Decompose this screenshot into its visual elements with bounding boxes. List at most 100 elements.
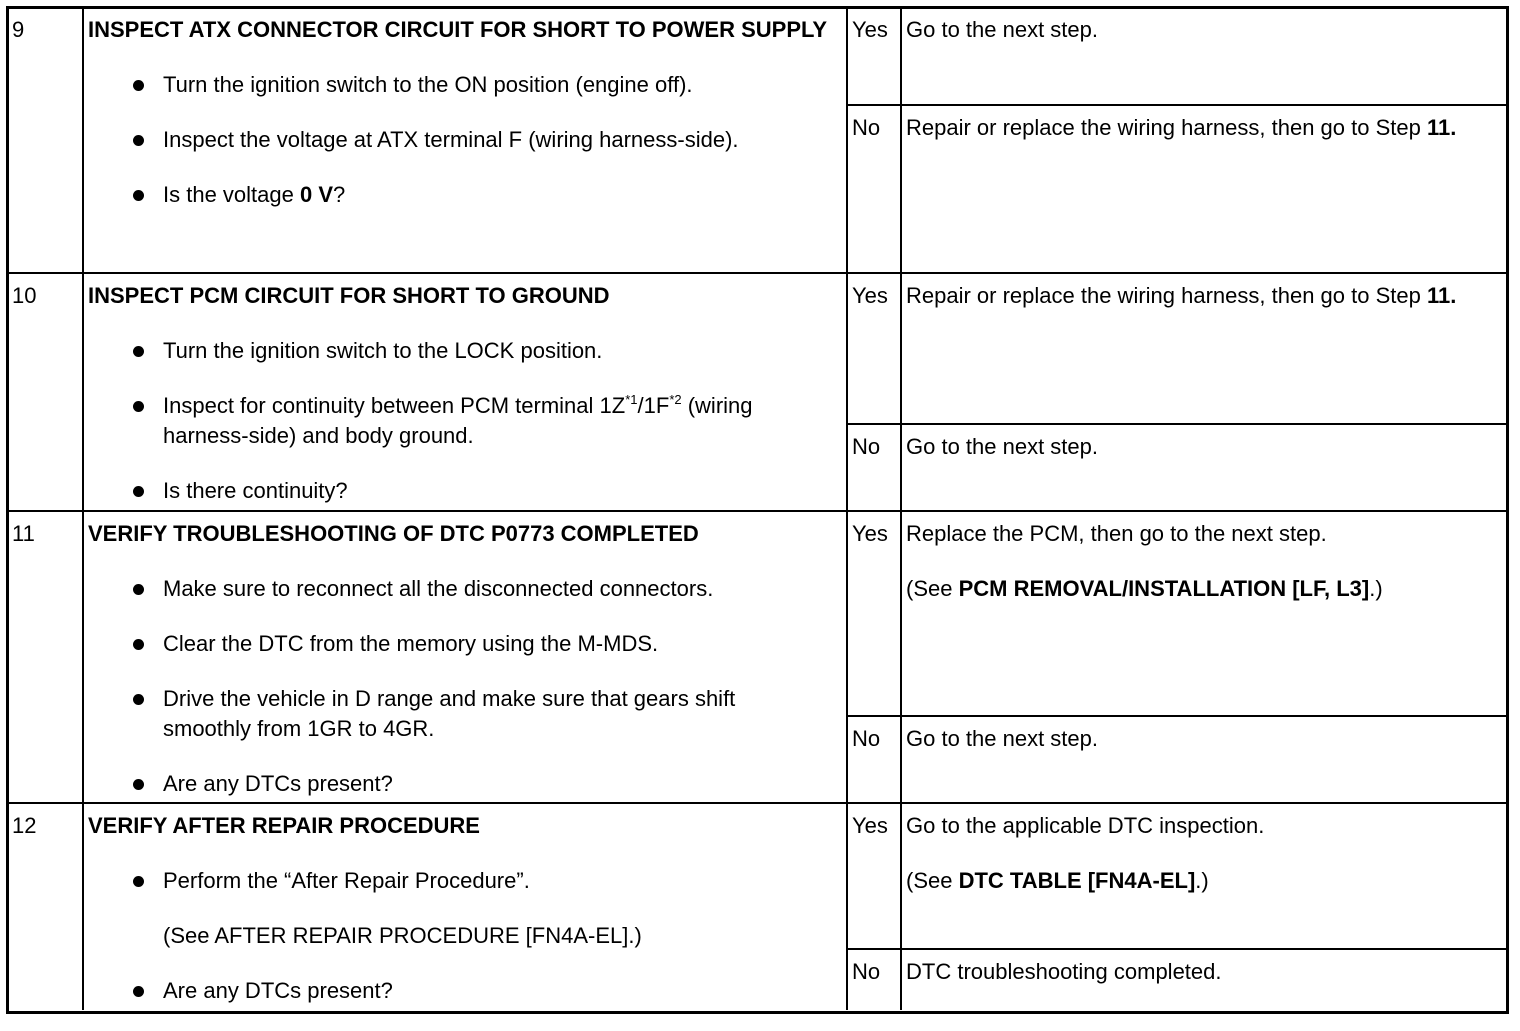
bullet-icon [133,190,144,201]
result-text: Go to the next step. [906,724,1504,754]
step-title: INSPECT PCM CIRCUIT FOR SHORT TO GROUND [88,283,610,308]
bullet-icon [133,694,144,705]
text-segment: Is the voltage [163,182,300,207]
step-instruction: Make sure to reconnect all the disconnec… [133,574,828,604]
text-segment: Repair or replace the wiring harness, th… [906,115,1427,140]
bullet-icon [133,80,144,91]
result-action: Go to the next step. [906,432,1504,487]
footnote-marker: *2 [669,392,682,407]
text-segment: .) [1195,868,1209,893]
row-divider [6,272,1506,274]
step-instruction: Perform the “After Repair Procedure”. [133,866,828,896]
text-segment: Go to the next step. [906,17,1099,42]
step-title: INSPECT ATX CONNECTOR CIRCUIT FOR SHORT … [88,17,828,42]
result-label-yes: Yes [852,521,888,546]
text-segment: Go to the next step. [906,726,1099,751]
result-text: Go to the next step. [906,15,1504,45]
row-divider [6,802,1506,804]
text-segment: .) [1369,576,1383,601]
bullet-icon [133,986,144,997]
result-text: Go to the next step. [906,432,1504,462]
step-title: VERIFY TROUBLESHOOTING OF DTC P0773 COMP… [88,521,699,546]
step-instruction: Are any DTCs present? [133,769,828,799]
step-title: VERIFY AFTER REPAIR PROCEDURE [88,813,480,838]
result-label-yes: Yes [852,17,888,42]
text-segment: (wiring harness-side) and body ground. [163,393,753,448]
result-action: Repair or replace the wiring harness, th… [906,113,1504,168]
result-label-yes: Yes [852,813,888,838]
text-segment: (See [163,923,215,948]
result-label-no: No [852,434,881,459]
reference-link[interactable]: PCM REMOVAL/INSTALLATION [LF, L3] [958,576,1370,601]
reference-link[interactable]: DTC TABLE [FN4A-EL] [958,868,1196,893]
text-segment: (See [906,868,959,893]
step-instruction: Is the voltage 0 V? [133,180,828,210]
column-divider [846,6,848,1010]
text-segment: Make sure to reconnect all the disconnec… [163,576,714,601]
text-segment: Turn the ignition switch to the LOCK pos… [163,338,603,363]
step-instruction: Clear the DTC from the memory using the … [133,629,828,659]
step-instruction: Are any DTCs present? [133,976,828,1006]
footnote-marker: *1 [625,392,638,407]
step-number: 12 [12,813,37,838]
text-segment: Repair or replace the wiring harness, th… [906,283,1427,308]
text-segment: Perform the “After Repair Procedure”. [163,868,530,893]
text-segment: Go to the applicable DTC inspection. [906,813,1265,838]
step-body: VERIFY TROUBLESHOOTING OF DTC P0773 COMP… [88,519,838,824]
text-segment: /1F [637,393,670,418]
text-segment: Are any DTCs present? [163,771,393,796]
step-body: VERIFY AFTER REPAIR PROCEDURE Perform the… [88,811,838,1031]
result-label-no: No [852,959,881,984]
text-segment: 11. [1426,283,1457,308]
text-segment: Replace the PCM, then go to the next ste… [906,521,1327,546]
bullet-icon [133,584,144,595]
text-segment: .) [628,923,642,948]
result-action: Go to the applicable DTC inspection. (See… [906,811,1504,921]
result-label-yes: Yes [852,283,888,308]
text-segment: Clear the DTC from the memory using the … [163,631,659,656]
result-text: (See PCM REMOVAL/INSTALLATION [LF, L3].) [906,574,1504,604]
result-divider [846,104,1506,106]
result-text: Repair or replace the wiring harness, th… [906,113,1504,143]
bullet-icon [133,346,144,357]
bullet-icon [133,876,144,887]
step-instruction: Is there continuity? [133,476,828,506]
bullet-icon [133,401,144,412]
step-instruction: (See AFTER REPAIR PROCEDURE [FN4A-EL].) [133,921,828,951]
result-divider [846,948,1506,950]
result-text: DTC troubleshooting completed. [906,957,1504,987]
text-segment: Are any DTCs present? [163,978,393,1003]
text-segment: Drive the vehicle in D range and make su… [163,686,736,741]
result-label-no: No [852,726,881,751]
text-segment: 0 V [299,182,334,207]
text-segment: Turn the ignition switch to the ON posit… [163,72,693,97]
bullet-icon [133,135,144,146]
step-body: INSPECT ATX CONNECTOR CIRCUIT FOR SHORT … [88,15,838,235]
step-number: 10 [12,283,37,308]
column-divider [900,6,902,1010]
bullet-icon [133,639,144,650]
bullet-icon [133,486,144,497]
step-instruction: Inspect for continuity between PCM termi… [133,391,828,451]
result-text: Repair or replace the wiring harness, th… [906,281,1504,311]
result-text: Replace the PCM, then go to the next ste… [906,519,1504,549]
result-action: Repair or replace the wiring harness, th… [906,281,1504,336]
step-instruction: Drive the vehicle in D range and make su… [133,684,828,744]
result-divider [846,715,1506,717]
bullet-icon [133,779,144,790]
step-body: INSPECT PCM CIRCUIT FOR SHORT TO GROUND T… [88,281,838,531]
column-divider [82,6,84,1010]
result-label-no: No [852,115,881,140]
step-instruction: Inspect the voltage at ATX terminal F (w… [133,125,828,155]
text-segment: (See [906,576,959,601]
reference-link[interactable]: AFTER REPAIR PROCEDURE [FN4A-EL] [214,923,629,948]
result-action: Replace the PCM, then go to the next ste… [906,519,1504,629]
result-text: Go to the applicable DTC inspection. [906,811,1504,841]
text-segment: Is there continuity? [163,478,348,503]
text-segment: ? [333,182,346,207]
step-number: 11 [12,521,35,546]
text-segment: Inspect for continuity between PCM termi… [163,393,626,418]
step-instruction: Turn the ignition switch to the ON posit… [133,70,828,100]
result-action: DTC troubleshooting completed. [906,957,1504,1012]
result-action: Go to the next step. [906,15,1504,70]
